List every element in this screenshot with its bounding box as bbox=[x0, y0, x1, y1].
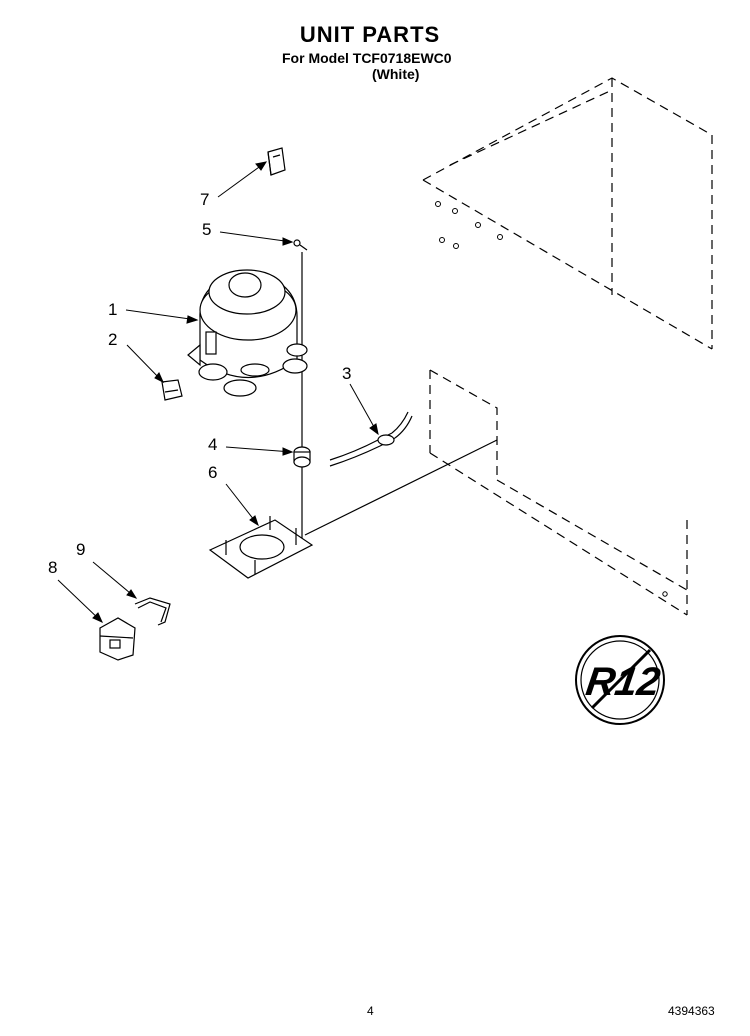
callout-9: 9 bbox=[76, 540, 86, 559]
color-line: (White) bbox=[372, 66, 420, 82]
callout-2: 2 bbox=[108, 330, 118, 349]
part-6-base-plate bbox=[208, 516, 314, 579]
part-3-tube bbox=[329, 411, 413, 467]
leader-lines bbox=[57, 161, 379, 623]
part-4-grommet bbox=[293, 446, 311, 468]
r12-label: R12 bbox=[583, 660, 663, 704]
part-5-pin bbox=[293, 239, 308, 251]
no-r12-symbol-icon bbox=[575, 635, 665, 725]
callout-7: 7 bbox=[200, 190, 210, 209]
callout-6: 6 bbox=[208, 463, 218, 482]
part-2-relay bbox=[161, 379, 183, 401]
mounting-line bbox=[304, 439, 498, 536]
callout-5: 5 bbox=[202, 220, 212, 239]
part-1-compressor bbox=[187, 269, 308, 397]
callout-3: 3 bbox=[342, 364, 352, 383]
cabinet-upper-outline bbox=[422, 77, 713, 350]
document-number: 4394363 bbox=[668, 1004, 715, 1018]
part-7-clip bbox=[267, 147, 286, 176]
part-8-cover bbox=[99, 617, 136, 661]
page-number: 4 bbox=[367, 1004, 374, 1018]
callout-1: 1 bbox=[108, 300, 118, 319]
callout-8: 8 bbox=[48, 558, 58, 577]
cabinet-upper-holes bbox=[435, 201, 503, 249]
page-title: UNIT PARTS bbox=[299, 22, 441, 47]
part-9-wire-clip bbox=[134, 597, 171, 626]
callout-4: 4 bbox=[208, 435, 218, 454]
cabinet-lower-outline bbox=[429, 369, 688, 616]
model-line: For Model TCF0718EWC0 bbox=[282, 50, 452, 66]
